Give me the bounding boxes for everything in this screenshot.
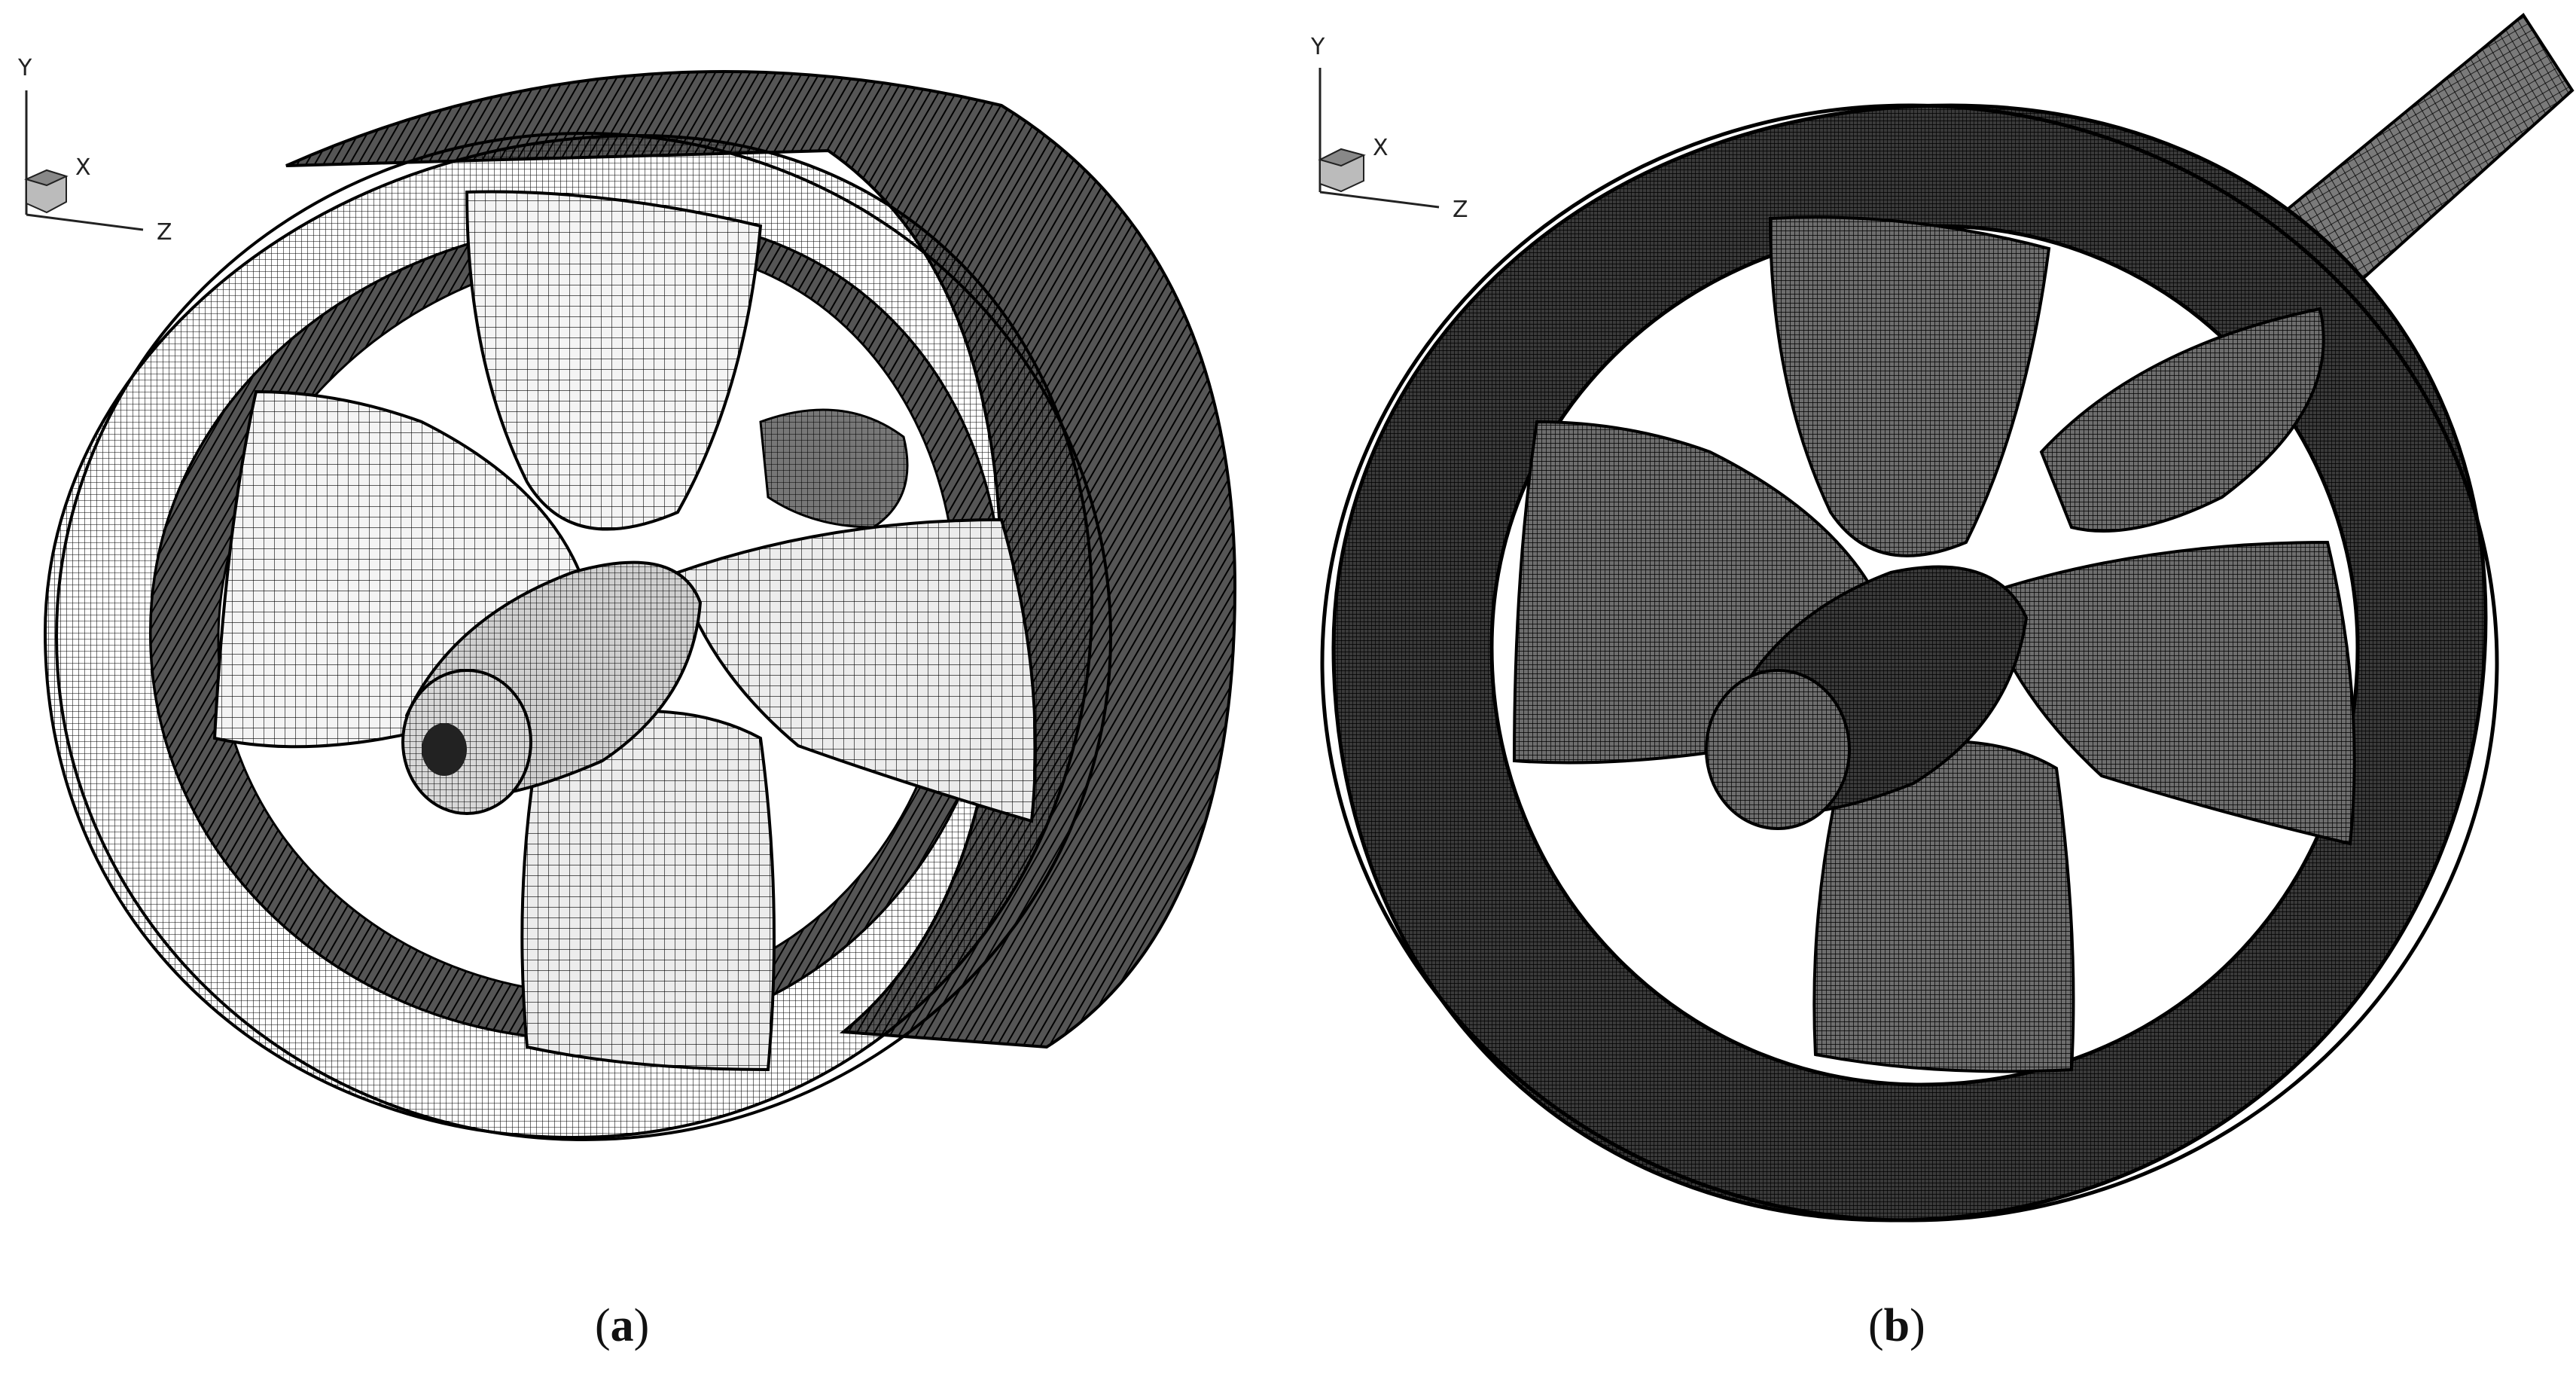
panel-b: Y X Z (b) bbox=[1288, 0, 2576, 1389]
axis-label-x: X bbox=[75, 154, 91, 181]
propeller-mesh-fine: Y X Z bbox=[1310, 13, 2574, 1223]
blade-bottom bbox=[1812, 740, 2075, 1073]
axis-label-z: Z bbox=[157, 219, 172, 246]
propeller-mesh-coarse: Y X Z bbox=[17, 55, 1237, 1141]
blade-right bbox=[1979, 540, 2356, 846]
blade-top bbox=[1768, 215, 2051, 557]
blade-back bbox=[2039, 307, 2325, 533]
caption-b-letter: b bbox=[1883, 1300, 1910, 1351]
caption-a-letter: a bbox=[610, 1300, 634, 1351]
hub bbox=[1705, 565, 2029, 830]
panel-a: Y X Z bbox=[17, 55, 1237, 1351]
axis-label-z: Z bbox=[1453, 197, 1468, 223]
axis-label-y: Y bbox=[1310, 34, 1325, 60]
hub bbox=[401, 560, 703, 815]
caption-b: (b) bbox=[1868, 1300, 1925, 1351]
axis-triad: Y X Z bbox=[17, 55, 172, 246]
axis-triad: Y X Z bbox=[1310, 34, 1468, 223]
axis-label-x: X bbox=[1373, 135, 1389, 161]
axis-label-y: Y bbox=[17, 55, 32, 81]
caption-a: (a) bbox=[595, 1300, 650, 1351]
